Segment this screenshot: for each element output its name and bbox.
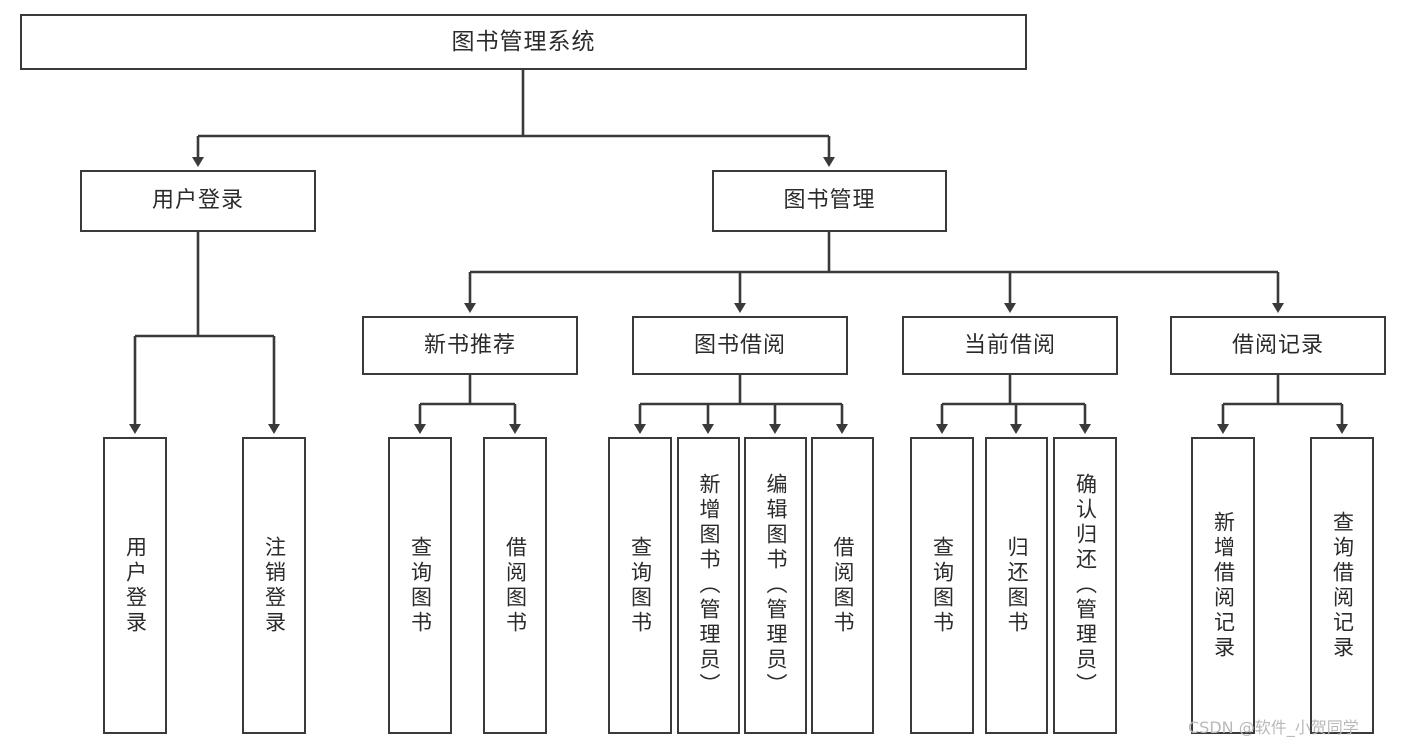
node-borrow-record[interactable]: 借阅记录	[1170, 316, 1386, 375]
node-leaf-user-login-label: 用户登录	[123, 535, 148, 636]
node-leaf-logout[interactable]: 注销登录	[242, 437, 306, 734]
node-book-borrow-label: 图书借阅	[693, 332, 786, 358]
node-book-borrow[interactable]: 图书借阅	[632, 316, 848, 375]
node-leaf-query-book-3[interactable]: 查询图书	[910, 437, 974, 734]
node-new-book-recommend[interactable]: 新书推荐	[362, 316, 578, 375]
node-book-manage[interactable]: 图书管理	[712, 170, 947, 232]
node-leaf-borrow-book-1-label: 借阅图书	[503, 535, 528, 636]
node-leaf-add-record[interactable]: 新增借阅记录	[1191, 437, 1255, 734]
node-leaf-borrow-book-1[interactable]: 借阅图书	[483, 437, 547, 734]
node-user-login[interactable]: 用户登录	[80, 170, 316, 232]
node-leaf-query-book-2-label: 查询图书	[628, 535, 653, 636]
watermark: CSDN @软件_小贺同学	[1188, 718, 1359, 737]
node-leaf-confirm-return-label: 确认归还（管理员）	[1073, 473, 1098, 698]
node-leaf-borrow-book-2[interactable]: 借阅图书	[811, 437, 874, 734]
node-current-borrow-label: 当前借阅	[963, 332, 1056, 358]
node-leaf-confirm-return[interactable]: 确认归还（管理员）	[1053, 437, 1117, 734]
node-leaf-query-record-label: 查询借阅记录	[1330, 510, 1355, 661]
node-leaf-return-book[interactable]: 归还图书	[985, 437, 1048, 734]
node-leaf-query-book-3-label: 查询图书	[930, 535, 955, 636]
node-leaf-user-login[interactable]: 用户登录	[103, 437, 167, 734]
node-root-label: 图书管理系统	[451, 28, 596, 55]
node-leaf-add-record-label: 新增借阅记录	[1211, 510, 1236, 661]
node-leaf-edit-book-label: 编辑图书（管理员）	[764, 473, 788, 698]
node-current-borrow[interactable]: 当前借阅	[902, 316, 1118, 375]
node-leaf-add-book-label: 新增图书（管理员）	[697, 473, 721, 698]
node-leaf-edit-book[interactable]: 编辑图书（管理员）	[744, 437, 807, 734]
node-borrow-record-label: 借阅记录	[1231, 332, 1324, 358]
node-leaf-query-book-1[interactable]: 查询图书	[388, 437, 452, 734]
node-leaf-add-book[interactable]: 新增图书（管理员）	[677, 437, 740, 734]
node-new-book-recommend-label: 新书推荐	[423, 332, 516, 358]
node-leaf-query-record[interactable]: 查询借阅记录	[1310, 437, 1374, 734]
node-book-manage-label: 图书管理	[783, 188, 876, 214]
node-leaf-borrow-book-2-label: 借阅图书	[831, 535, 855, 636]
node-leaf-query-book-2[interactable]: 查询图书	[608, 437, 672, 734]
node-leaf-return-book-label: 归还图书	[1005, 535, 1029, 636]
node-leaf-logout-label: 注销登录	[262, 535, 287, 636]
node-root[interactable]: 图书管理系统	[20, 14, 1027, 70]
node-user-login-label: 用户登录	[151, 188, 244, 214]
node-leaf-query-book-1-label: 查询图书	[408, 535, 433, 636]
